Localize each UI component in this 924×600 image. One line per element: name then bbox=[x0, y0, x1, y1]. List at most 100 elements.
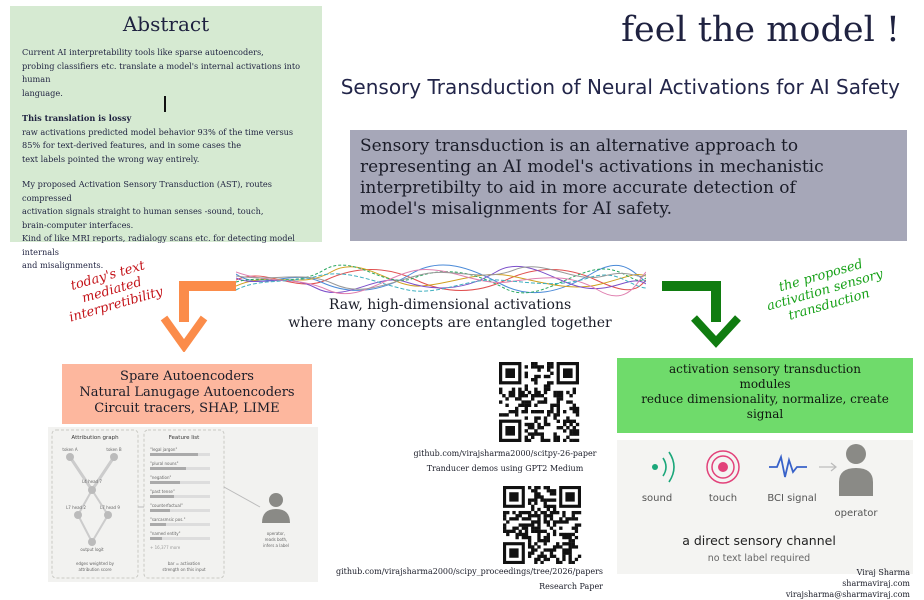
right-arrow bbox=[662, 281, 741, 348]
feature-bar bbox=[150, 509, 170, 512]
hero-subtitle: Sensory Transduction of Neural Activatio… bbox=[340, 75, 900, 99]
qr1-link[interactable]: github.com/virajsharma2000/scitpy-26-pap… bbox=[413, 449, 597, 458]
feature-label: "legal jargon" bbox=[150, 447, 177, 452]
node-label: L7 head 2 bbox=[66, 505, 86, 510]
feature-label: "counterfactual" bbox=[150, 503, 183, 508]
sensory-channel-panel: sound touch BCI signal operator a direct… bbox=[617, 440, 913, 574]
operator-caption: infers a label bbox=[263, 543, 289, 548]
attribution-panel: Attribution graph Feature list token A t… bbox=[48, 427, 318, 582]
sensory-subtext: no text label required bbox=[708, 553, 810, 564]
attribution-diagram: Attribution graph Feature list token A t… bbox=[51, 429, 290, 579]
qr2-link[interactable]: github.com/virajsharma2000/scipy_proceed… bbox=[335, 567, 603, 576]
author-email[interactable]: virajsharma@sharmaviraj.com bbox=[785, 590, 910, 599]
feature-bar bbox=[150, 537, 162, 540]
graph-node bbox=[110, 453, 118, 461]
bci-signal-label: BCI signal bbox=[767, 493, 816, 504]
graph-node bbox=[104, 511, 112, 519]
text-methods-box: Spare Autoencoders Natural Lanugage Auto… bbox=[62, 364, 312, 424]
sound-label: sound bbox=[642, 493, 672, 504]
abstract-lossy-heading: This translation is lossy bbox=[22, 113, 132, 123]
operator-icon bbox=[262, 493, 290, 523]
touch-icon bbox=[706, 450, 740, 484]
operator-label: operator bbox=[834, 508, 878, 519]
sensory-diagram: sound touch BCI signal operator a direct… bbox=[642, 444, 878, 564]
abstract-line: brain-computer interfaces. bbox=[22, 219, 134, 230]
operator-icon bbox=[839, 444, 873, 496]
feature-label: "plural nouns" bbox=[150, 461, 179, 466]
raw-caption-line: where many concepts are entangled togeth… bbox=[288, 315, 612, 331]
qr2-description: Research Paper bbox=[539, 582, 603, 591]
abstract-line: and misalignments. bbox=[22, 260, 104, 270]
abstract-line: Kind of like MRI reports, radialogy scan… bbox=[22, 233, 295, 257]
abstract-paragraph-1: Current AI interpretability tools like s… bbox=[22, 46, 310, 100]
feature-label: "negation" bbox=[150, 475, 171, 480]
feature-more: + 16,377 more bbox=[150, 545, 181, 550]
abstract-paragraph-3: My proposed Activation Sensory Transduct… bbox=[22, 178, 310, 273]
qr-code-demos[interactable] bbox=[499, 362, 587, 442]
ast-line: reduce dimensionality, normalize, create bbox=[641, 392, 889, 406]
definition-box: Sensory transduction is an alternative a… bbox=[350, 130, 907, 241]
ast-line: modules bbox=[739, 377, 791, 391]
text-method-line: Natural Lanugage Autoencoders bbox=[79, 385, 295, 400]
graph-node bbox=[88, 486, 96, 494]
raw-activations-caption: Raw, high-dimensional activations where … bbox=[270, 296, 630, 332]
qr1-description: Tranducer demos using GPT2 Medium bbox=[426, 464, 584, 473]
author-block: Viraj Sharma sharmaviraj.com virajsharma… bbox=[700, 567, 910, 600]
abstract-line: text labels pointed the wrong way entire… bbox=[22, 153, 200, 164]
definition-line: representing an AI model's activations i… bbox=[360, 157, 824, 177]
feature-bar bbox=[150, 481, 180, 484]
hero-title: feel the model ! bbox=[621, 10, 900, 50]
node-label: L7 head 9 bbox=[100, 505, 120, 510]
bci-signal-icon bbox=[769, 453, 807, 478]
feature-caption: bar = activation bbox=[168, 561, 201, 566]
ast-modules-box: activation sensory transduction modules … bbox=[617, 358, 913, 433]
sensory-headline: a direct sensory channel bbox=[682, 533, 836, 548]
text-cursor bbox=[164, 96, 166, 112]
feature-caption: strength on this input bbox=[162, 567, 206, 572]
abstract-line: language. bbox=[22, 87, 63, 98]
ast-line: activation sensory transduction bbox=[669, 362, 861, 376]
abstract-paragraph-2: This translation is lossy raw activation… bbox=[22, 112, 310, 166]
touch-label: touch bbox=[709, 493, 737, 504]
feature-bar bbox=[150, 523, 166, 526]
graph-caption: attribution score bbox=[78, 567, 112, 572]
node-label: token A bbox=[62, 447, 77, 452]
abstract-line: activation signals straight to human sen… bbox=[22, 206, 264, 216]
definition-line: interpretibilty to aid in more accurate … bbox=[360, 178, 796, 198]
text-method-line: Spare Autoencoders bbox=[120, 369, 254, 384]
feature-list-title: Feature list bbox=[169, 435, 200, 441]
definition-line: Sensory transduction is an alternative a… bbox=[360, 136, 799, 156]
ast-line: signal bbox=[746, 407, 784, 421]
graph-caption: edges weighted by bbox=[76, 561, 115, 566]
text-method-line: Circuit tracers, SHAP, LIME bbox=[94, 401, 280, 416]
abstract-line: 85% for text-derived features, and in so… bbox=[22, 140, 242, 150]
operator-caption: reads both, bbox=[265, 537, 288, 542]
author-name: Viraj Sharma bbox=[856, 568, 910, 577]
sound-icon bbox=[652, 451, 675, 483]
author-website[interactable]: sharmaviraj.com bbox=[842, 579, 910, 588]
feature-bar bbox=[150, 495, 174, 498]
abstract-line: raw activations predicted model behavior… bbox=[22, 126, 294, 137]
node-label: output logit bbox=[80, 547, 104, 552]
abstract-line: Current AI interpretability tools like s… bbox=[22, 47, 264, 57]
graph-node bbox=[66, 453, 74, 461]
activation-waves bbox=[236, 264, 646, 297]
feature-label: "past tense" bbox=[150, 489, 175, 494]
feature-bar bbox=[150, 453, 198, 456]
abstract-box: Abstract Current AI interpretability too… bbox=[10, 6, 322, 270]
left-arrow bbox=[160, 281, 236, 352]
definition-line: model's misalignments for AI safety. bbox=[360, 199, 672, 219]
raw-caption-line: Raw, high-dimensional activations bbox=[328, 297, 572, 313]
feature-bar bbox=[150, 467, 186, 470]
qr-code-paper[interactable] bbox=[503, 486, 583, 564]
feature-label: "named entity" bbox=[150, 531, 181, 536]
node-label: L4 head 7 bbox=[82, 479, 102, 484]
abstract-line: My proposed Activation Sensory Transduct… bbox=[22, 179, 272, 203]
abstract-title: Abstract bbox=[122, 12, 210, 36]
operator-caption: operator, bbox=[267, 531, 285, 536]
proposed-label: the proposed activation sensory transduc… bbox=[756, 251, 893, 330]
attribution-graph-title: Attribution graph bbox=[71, 435, 119, 441]
graph-node bbox=[88, 538, 96, 546]
abstract-line: probing classifiers etc. translate a mod… bbox=[22, 60, 301, 85]
feature-label: "sarcasmsic pos." bbox=[150, 517, 186, 522]
